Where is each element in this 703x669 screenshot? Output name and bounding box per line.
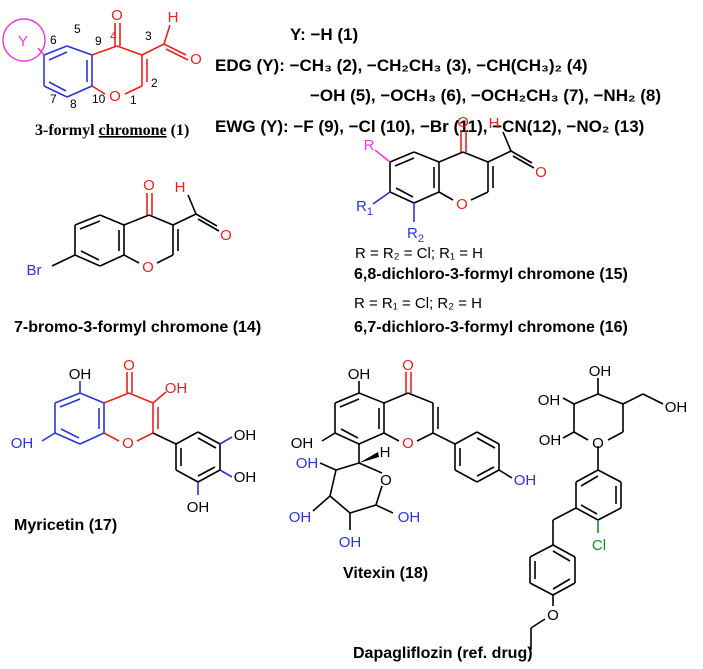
- hydroxyl-group: OH: [398, 509, 421, 526]
- structure-dapagliflozin: OH OH OH OH O Cl O: [529, 363, 688, 650]
- bromine-atom: Br: [27, 262, 42, 279]
- hydroxyl-group: OH: [69, 366, 92, 383]
- hydroxyl-group: OH: [187, 499, 210, 516]
- hydroxyl-group: OH: [165, 380, 188, 397]
- r2-substituent: R2: [407, 225, 424, 245]
- structure-7-bromo-3-formyl-chromone: O O H O Br: [27, 177, 232, 279]
- aldehyde-oxygen: O: [535, 164, 547, 181]
- aldehyde-hydrogen: H: [175, 179, 186, 196]
- ring-oxygen: O: [402, 435, 414, 452]
- ring-number: 5: [74, 22, 81, 36]
- dapagliflozin-caption: Dapagliflozin (ref. drug): [353, 645, 533, 662]
- ring-number: 10: [92, 92, 106, 106]
- ring-number: 3: [145, 29, 152, 43]
- ether-oxygen: O: [547, 607, 559, 624]
- carbonyl-oxygen: O: [111, 7, 123, 24]
- hydrogen-atom: H: [380, 444, 391, 461]
- ring-number: 2: [151, 76, 158, 90]
- hydroxyl-group: OH: [11, 435, 34, 452]
- carbonyl-oxygen: O: [402, 357, 414, 374]
- compound-15-definition: R = R₂ = Cl; R₁ = H: [355, 245, 483, 262]
- ring-oxygen: O: [456, 196, 468, 213]
- carbonyl-oxygen: O: [123, 357, 135, 374]
- y-substituent-circle: [2, 18, 46, 62]
- hydroxyl-group: OH: [539, 432, 562, 449]
- hydroxyl-group: OH: [348, 366, 371, 383]
- hydroxyl-group: OH: [514, 472, 537, 489]
- structure-vitexin: OH O O OH H OH OH O OH OH OH: [289, 357, 537, 551]
- hydroxyl-group: OH: [538, 392, 561, 409]
- r-substituent: R: [364, 137, 375, 154]
- ring-number: 4: [110, 29, 117, 43]
- carbonyl-oxygen: O: [457, 114, 469, 131]
- hydroxyl-group: OH: [234, 469, 257, 486]
- r1-substituent: R1: [356, 198, 373, 218]
- edg-definition-line1: EDG (Y): −CH₃ (2), −CH₂CH₃ (3), −CH(CH₃)…: [215, 56, 588, 75]
- aldehyde-oxygen: O: [190, 51, 202, 68]
- sugar-ring-oxygen: O: [592, 435, 604, 452]
- aldehyde-oxygen: O: [220, 227, 232, 244]
- structure-myricetin: OH O OH O OH OH OH OH: [11, 357, 257, 516]
- ring-number: 8: [70, 97, 77, 111]
- compound-1-caption: 3-formyl chromone (1): [35, 122, 189, 139]
- myricetin-caption: Myricetin (17): [14, 517, 117, 534]
- aldehyde-hydrogen: H: [168, 9, 179, 26]
- sugar-ring-oxygen: O: [380, 472, 392, 489]
- ring-number: 9: [95, 34, 102, 48]
- hydroxyl-group: OH: [665, 399, 688, 416]
- ring-oxygen: O: [142, 259, 154, 276]
- carbonyl-oxygen: O: [143, 177, 155, 194]
- ring-number: 7: [50, 92, 57, 106]
- compound-16-definition: R = R₁ = Cl; R₂ = H: [354, 295, 482, 312]
- edg-definition-line2: −OH (5), −OCH₃ (6), −OCH₂CH₃ (7), −NH₂ (…: [310, 86, 661, 105]
- ring-oxygen: O: [109, 88, 121, 105]
- chlorine-atom: Cl: [592, 537, 606, 554]
- ring-number: 1: [130, 93, 137, 107]
- hydroxyl-group: OH: [339, 534, 362, 551]
- substituent-definitions: Y: −H (1) EDG (Y): −CH₃ (2), −CH₂CH₃ (3)…: [215, 25, 661, 136]
- y-definition: Y: −H (1): [290, 25, 358, 44]
- ewg-definition: EWG (Y): −F (9), −Cl (10), −Br (11), −CN…: [215, 117, 644, 136]
- aldehyde-hydrogen: H: [489, 115, 500, 132]
- compound-14-caption: 7-bromo-3-formyl chromone (14): [14, 319, 261, 336]
- compound-16-caption: 6,7-dichloro-3-formyl chromone (16): [354, 319, 628, 336]
- hydroxyl-group: OH: [234, 427, 257, 444]
- hydroxyl-group: OH: [291, 435, 314, 452]
- structure-dichloro-3-formyl-chromone: O O H O R R1 R2: [356, 114, 547, 245]
- ring-oxygen: O: [122, 435, 134, 452]
- hydroxyl-group: OH: [289, 509, 312, 526]
- y-substituent-label: Y: [18, 33, 28, 50]
- structure-3-formyl-chromone: O O H O 6 5 9 4 3 7 8 10 1 2 Y: [2, 7, 202, 111]
- compound-15-caption: 6,8-dichloro-3-formyl chromone (15): [354, 266, 628, 283]
- hydroxyl-group: OH: [296, 455, 319, 472]
- ring-number: 6: [50, 33, 57, 47]
- hydroxyl-group: OH: [589, 363, 612, 380]
- vitexin-caption: Vitexin (18): [343, 565, 428, 582]
